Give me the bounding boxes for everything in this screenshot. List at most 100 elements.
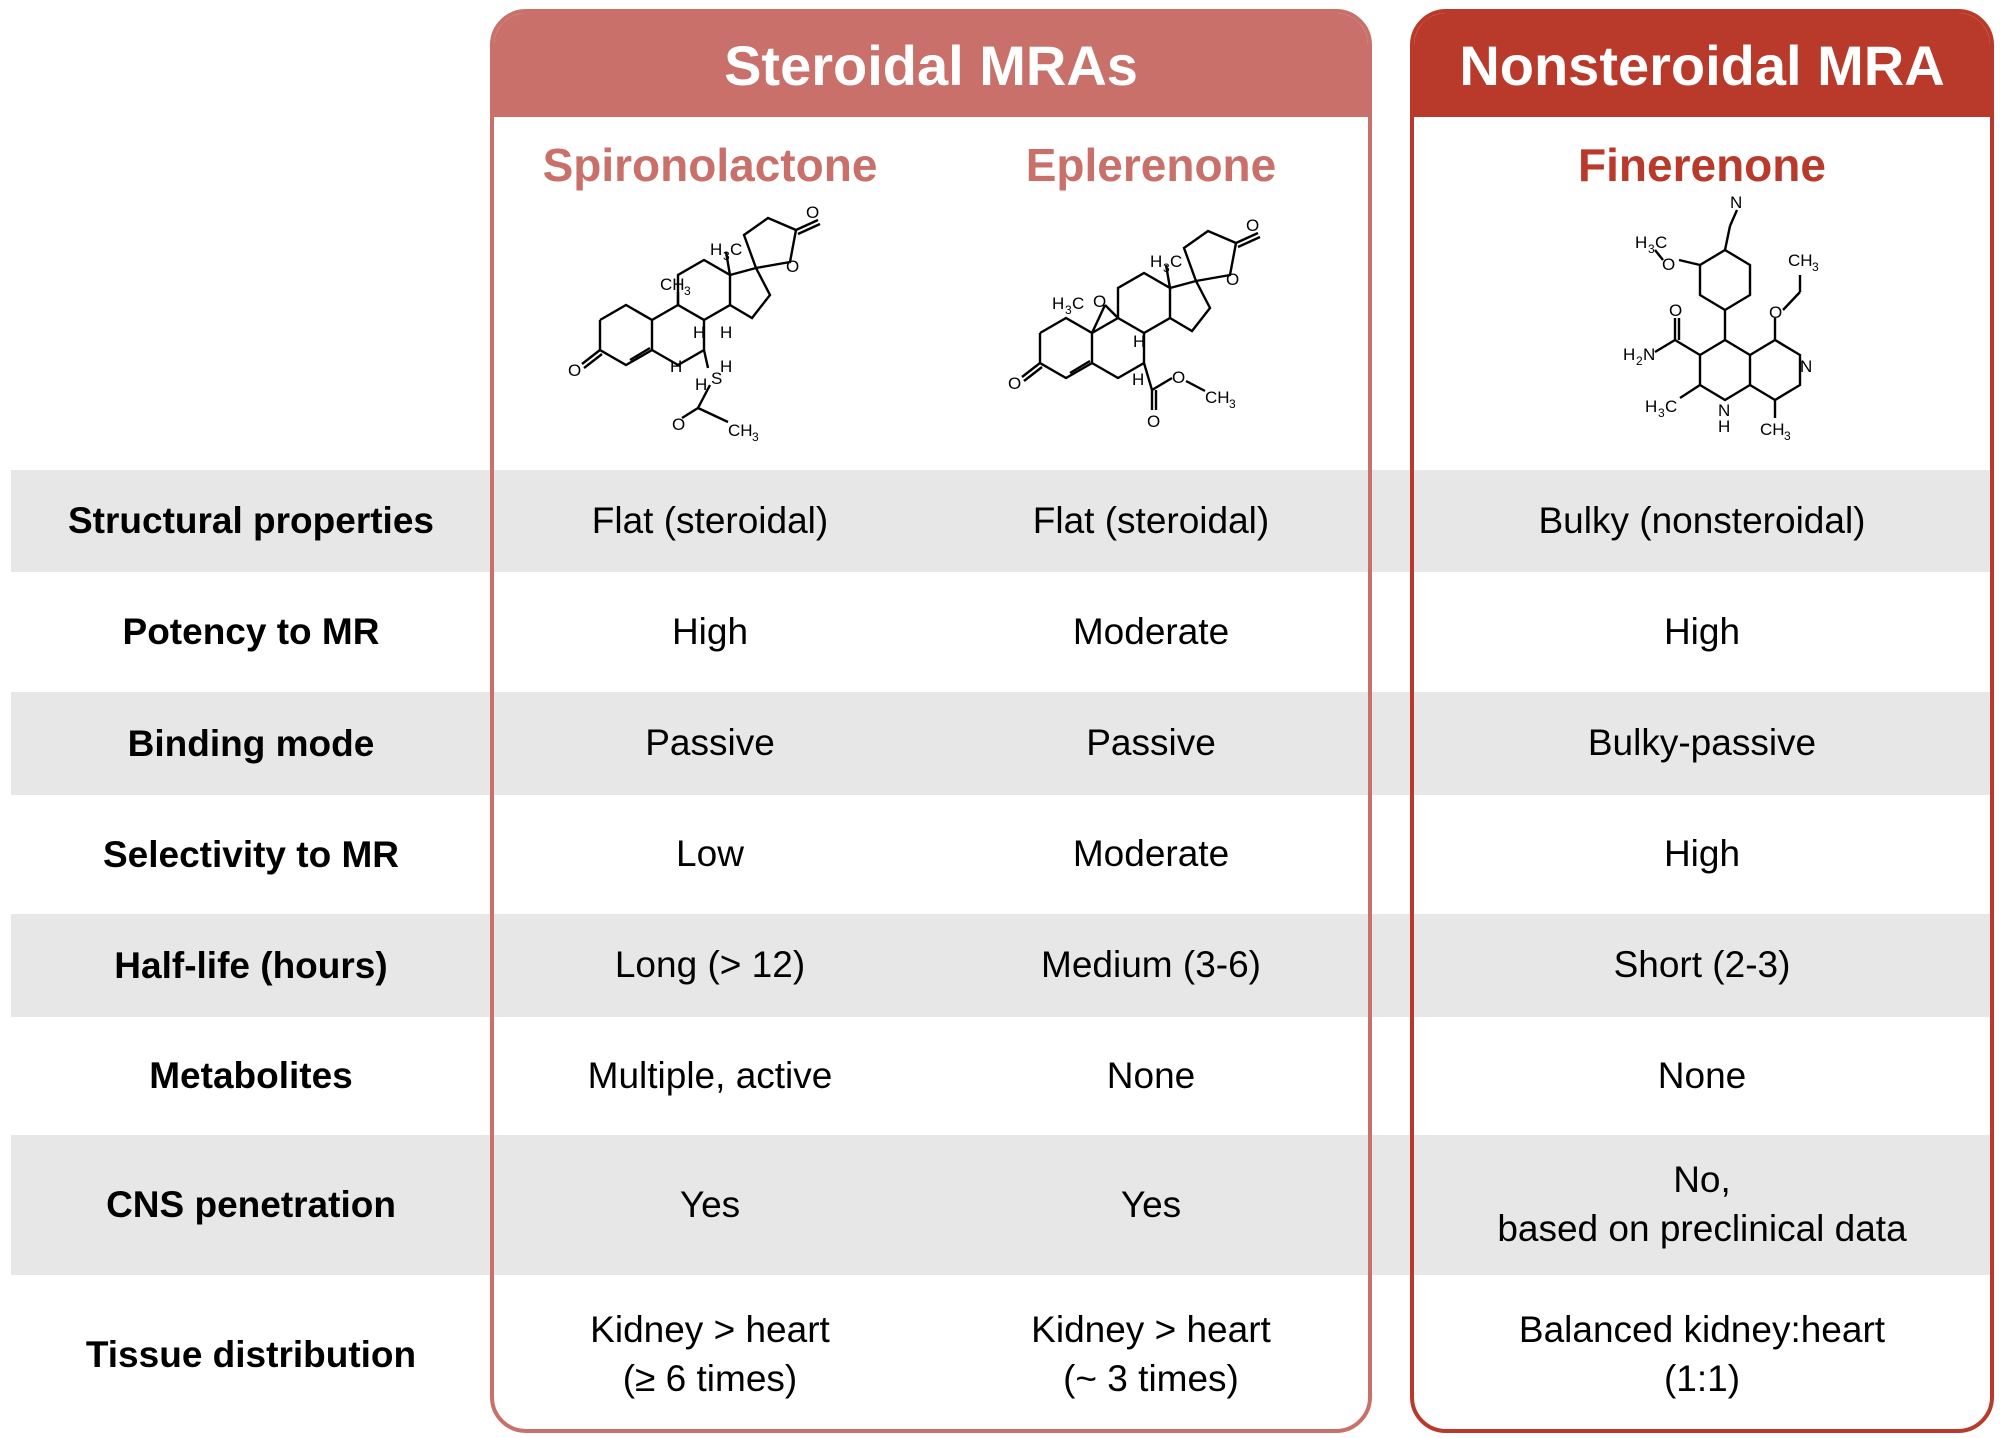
svg-text:3: 3 [752,430,759,444]
svg-text:S: S [711,369,722,388]
cell-line: Flat (steroidal) [1032,499,1270,541]
steroidal-header-title: Steroidal MRAs [724,33,1138,97]
cell-potency-to-mr-1: Moderate [930,572,1372,692]
cell-line: None [1106,1054,1196,1096]
svg-text:3: 3 [684,284,691,298]
drug-name-finerenone: Finerenone [1578,139,1826,191]
svg-text:H: H [1052,294,1064,313]
cell-line: No, [1673,1159,1731,1201]
svg-text:CH: CH [1760,420,1785,439]
cell-tissue-distribution-0: Kidney > heart(≥ 6 times) [490,1275,930,1435]
cell-binding-mode-2: Bulky-passive [1410,692,1994,795]
cell-line: Flat (steroidal) [591,499,829,541]
svg-text:CH: CH [728,421,753,440]
nonsteroidal-header-title: Nonsteroidal MRA [1459,33,1945,97]
cell-line: High [671,610,749,652]
cell-line: Bulky-passive [1587,722,1817,764]
cell-line: Moderate [1072,833,1230,875]
row-label-selectivity-to-mr: Selectivity to MR [102,833,400,875]
cell-line: Moderate [1072,610,1230,652]
svg-text:O: O [1093,292,1106,311]
svg-text:O: O [1662,255,1675,274]
svg-text:3: 3 [1648,242,1655,256]
svg-text:CH: CH [660,275,685,294]
cell-line: High [1663,833,1741,875]
cell-tissue-distribution-2: Balanced kidney:heart (1:1) [1410,1275,1994,1435]
cell-line: Kidney > heart [590,1309,830,1351]
svg-text:H: H [1150,252,1162,271]
cell-line: Kidney > heart [1031,1309,1271,1351]
svg-text:H: H [695,375,707,394]
svg-text:O: O [672,415,685,434]
cell-line: Balanced kidney:heart [1518,1309,1886,1351]
steroidal-panel: Steroidal MRAs [490,9,1372,1433]
row-shade-halflife [11,914,1994,1017]
row-label-potency-to-mr: Potency to MR [122,611,380,652]
cell-line: based on preclinical data [1497,1208,1907,1249]
svg-text:3: 3 [1784,429,1791,443]
svg-text:O: O [1226,270,1239,289]
drug-name-eplerenone: Eplerenone [1025,139,1277,191]
svg-text:O: O [568,361,581,380]
svg-text:O: O [786,257,799,276]
cell-line: (1:1) [1663,1358,1741,1399]
svg-text:3: 3 [1812,260,1819,274]
row-shade-cns [11,1135,1994,1275]
cell-metabolites-0: Multiple, active [490,1017,930,1135]
cell-selectivity-to-mr-0: Low [490,795,930,914]
cell-line: Bulky (nonsteroidal) [1538,499,1866,541]
svg-text:O: O [1008,374,1021,393]
svg-text:3: 3 [1658,406,1665,420]
svg-text:O: O [806,203,819,222]
svg-text:O: O [1172,368,1185,387]
svg-text:C: C [1655,233,1667,252]
svg-text:3: 3 [1163,261,1170,275]
svg-text:H: H [1645,397,1657,416]
svg-text:O: O [1147,412,1160,431]
cell-line: High [1663,610,1741,652]
svg-text:C: C [1072,294,1084,313]
svg-text:H: H [1623,345,1635,364]
svg-text:N: N [1730,193,1742,212]
svg-text:N: N [1718,401,1730,420]
cell-line: Low [676,833,744,875]
svg-text:H: H [1133,332,1145,351]
svg-text:H: H [710,240,722,259]
cell-cns-penetration-1: Yes [930,1135,1372,1275]
svg-text:C: C [730,240,742,259]
row-label-cns-penetration: CNS penetration [106,1184,396,1225]
svg-text:H: H [1718,417,1730,436]
svg-text:3: 3 [1229,397,1236,411]
cell-binding-mode-1: Passive [930,692,1372,795]
svg-text:O: O [1246,216,1259,235]
cell-tissue-distribution-1: Kidney > heart(~ 3 times) [930,1275,1372,1435]
svg-text:N: N [1643,345,1655,364]
cell-potency-to-mr-2: High [1410,572,1994,692]
cell-cns-penetration-2: No, based on preclinical data [1410,1135,1994,1275]
cell-structural-properties-2: Bulky (nonsteroidal) [1410,470,1994,572]
cell-cns-penetration-0: Yes [490,1135,930,1275]
cell-potency-to-mr-0: High [490,572,930,692]
drug-name-spironolactone: Spironolactone [542,139,878,191]
row-label-metabolites: Metabolites [149,1055,353,1096]
svg-text:H: H [670,357,682,376]
cell-structural-properties-1: Flat (steroidal) [930,470,1372,572]
nonsteroidal-header: Nonsteroidal MRA [1414,13,1990,117]
cell-line: Long (> 12) [614,944,806,986]
cell-half-life-hours-2: Short (2-3) [1410,914,1994,1017]
row-label-binding-mode: Binding mode [127,722,375,764]
cell-line: Short (2-3) [1613,944,1791,986]
cell-structural-properties-0: Flat (steroidal) [490,470,930,572]
cell-line: Yes [679,1183,741,1225]
cell-half-life-hours-0: Long (> 12) [490,914,930,1017]
cell-metabolites-2: None [1410,1017,1994,1135]
svg-text:O: O [1769,303,1782,322]
cell-metabolites-1: None [930,1017,1372,1135]
svg-text:H: H [720,323,732,342]
svg-text:2: 2 [1636,354,1643,368]
svg-text:H: H [1635,233,1647,252]
cell-line: Multiple, active [587,1054,833,1096]
